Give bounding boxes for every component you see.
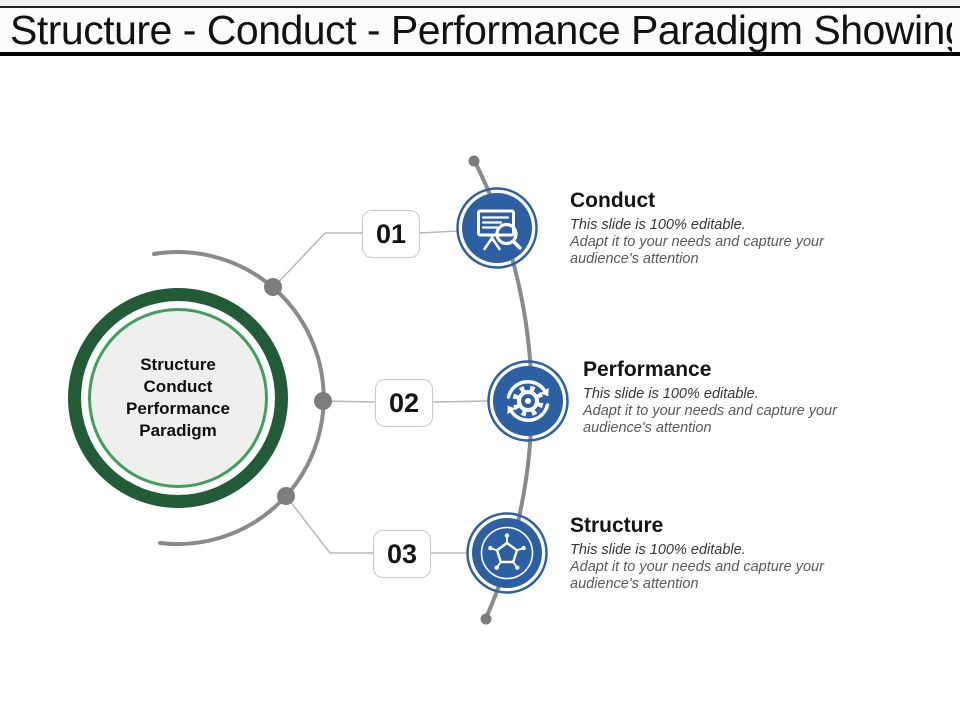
item-emphasis-conduct: This slide is 100% editable. — [570, 217, 746, 233]
item-block-performance: Performance This slide is 100% editable.… — [583, 358, 863, 437]
presentation-magnifier-icon — [456, 187, 538, 269]
item-emphasis-structure: This slide is 100% editable. — [570, 542, 746, 558]
central-line-1: Structure — [140, 355, 216, 374]
inner-arc-dot-2 — [314, 392, 332, 410]
central-line-3: Performance — [126, 399, 230, 418]
item-title-performance: Performance — [583, 358, 712, 381]
item-title-conduct: Conduct — [570, 189, 656, 212]
slide-title: Structure - Conduct - Performance Paradi… — [10, 6, 952, 53]
number-box-01: 01 — [362, 210, 420, 258]
cycle-arrow-top — [506, 380, 549, 399]
gear-cycle-arrows-icon — [487, 360, 569, 442]
item-title-structure: Structure — [570, 514, 664, 537]
central-paradigm-circle: Structure Conduct Performance Paradigm — [68, 288, 288, 508]
number-label-03: 03 — [386, 538, 418, 569]
header-bar: Structure - Conduct - Performance Paradi… — [0, 6, 960, 56]
item-connector-lines — [272, 230, 490, 554]
header-top-strip — [0, 0, 960, 8]
item-emphasis-performance: This slide is 100% editable. — [583, 386, 759, 402]
number-box-03: 03 — [373, 530, 431, 578]
inner-arc-dot-3 — [277, 487, 295, 505]
outer-arc-top-dot — [468, 155, 480, 167]
outer-arc-bottom-dot — [480, 613, 492, 625]
central-line-2: Conduct — [143, 377, 213, 396]
number-box-02: 02 — [375, 379, 433, 427]
central-circle-label: Structure Conduct Performance Paradigm — [126, 354, 230, 442]
item-block-conduct: Conduct This slide is 100% editable. Ada… — [570, 189, 850, 268]
number-label-01: 01 — [375, 218, 407, 249]
central-line-4: Paradigm — [139, 421, 217, 440]
cycle-arrow-bottom — [507, 403, 550, 422]
item-description-structure: Adapt it to your needs and capture your … — [570, 559, 824, 592]
item-block-structure: Structure This slide is 100% editable. A… — [570, 514, 850, 593]
item-description-conduct: Adapt it to your needs and capture your … — [570, 234, 824, 267]
number-label-02: 02 — [388, 387, 420, 418]
inner-arc-dot-1 — [264, 278, 282, 296]
pentagon-network-icon — [466, 512, 548, 594]
item-description-performance: Adapt it to your needs and capture your … — [583, 403, 837, 436]
